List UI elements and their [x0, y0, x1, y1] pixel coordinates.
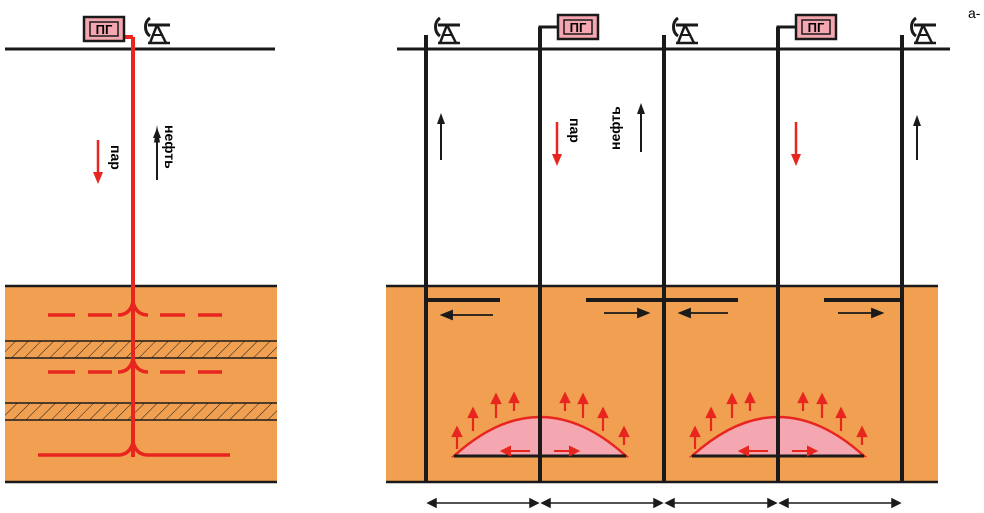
wells-right: [424, 27, 904, 482]
steam-lateral-arrows: [499, 445, 819, 457]
oil-up-arrow-well-5: [913, 115, 921, 160]
steam-injection-zone-1: [48, 301, 222, 317]
steam-down-arrow-well-2: [552, 122, 562, 166]
steam-label-right: пар: [567, 118, 583, 143]
left-panel: ПГ пар нефть: [5, 15, 277, 484]
oil-label-left: нефть: [162, 125, 178, 169]
steam-label-left: пар: [108, 145, 124, 170]
steam-down-arrow-left: [93, 140, 103, 184]
flow-arrows-upper: [439, 307, 885, 321]
steam-injection-zone-2: [48, 358, 222, 374]
oil-up-arrow-well-1: [437, 113, 445, 160]
impermeable-layer-2: [5, 402, 277, 421]
spacing-dimension-arrows: [426, 497, 902, 509]
generator-label-right-2: ПГ: [808, 20, 825, 35]
pumpjack-icon: [672, 16, 700, 45]
pumpjack-icon: [910, 16, 938, 45]
steam-up-arrows: [451, 391, 868, 449]
oil-up-arrow-left-detail: [153, 128, 161, 180]
corner-label: а-: [968, 5, 981, 21]
steam-injection-zone-3: [38, 441, 230, 457]
formation-left: [5, 286, 277, 482]
generator-label-left: ПГ: [96, 22, 113, 37]
generator-feeds-right: [538, 25, 796, 48]
oil-up-arrow-well-3: [637, 103, 645, 152]
steam-down-arrow-well-4: [791, 122, 801, 166]
oil-label-right: нефть: [607, 106, 623, 150]
right-panel: ПГ ПГ нефть пар: [386, 13, 950, 509]
generator-label-right-1: ПГ: [570, 20, 587, 35]
impermeable-layer-1: [5, 340, 277, 359]
pumpjack-icon: [144, 16, 172, 45]
pumpjack-icon: [434, 16, 462, 45]
